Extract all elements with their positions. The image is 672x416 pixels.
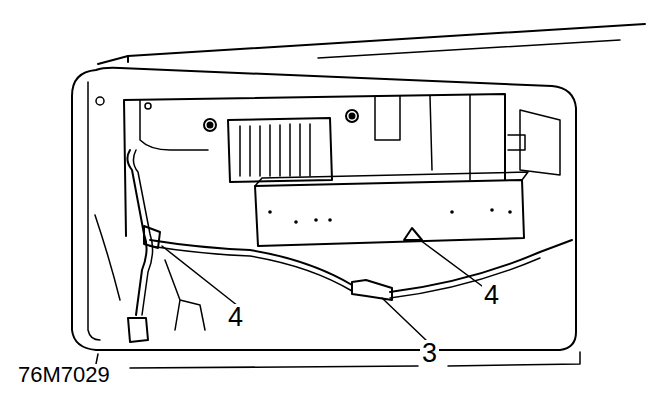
module-ribs bbox=[240, 124, 310, 176]
mounting-plate bbox=[255, 180, 524, 246]
screw bbox=[145, 103, 151, 109]
screw bbox=[204, 119, 216, 131]
connector bbox=[128, 318, 148, 342]
leader-line bbox=[382, 298, 428, 342]
callout-number: 3 bbox=[420, 340, 439, 367]
bracket bbox=[130, 352, 580, 368]
callout-number: 4 bbox=[482, 282, 501, 309]
dash-edge bbox=[98, 24, 645, 64]
leader-line bbox=[96, 354, 98, 364]
dash-edge bbox=[127, 56, 129, 62]
leader-line bbox=[162, 246, 238, 306]
cable-clip bbox=[352, 280, 392, 300]
bracket bbox=[508, 110, 560, 175]
opening-lip bbox=[88, 82, 100, 340]
module bbox=[228, 118, 332, 182]
plate-holes bbox=[268, 208, 512, 224]
figure-code: 76M7029 bbox=[16, 364, 112, 386]
leader-line bbox=[420, 240, 482, 286]
screw bbox=[346, 110, 358, 122]
cable-clip bbox=[404, 228, 422, 240]
cable-clip bbox=[144, 226, 160, 248]
inner-housing bbox=[124, 94, 505, 236]
callout-number: 4 bbox=[226, 304, 245, 331]
release-cable bbox=[150, 240, 572, 292]
glovebox-opening bbox=[72, 68, 576, 350]
screw bbox=[208, 123, 213, 128]
mounting-plate bbox=[255, 172, 528, 186]
housing-detail bbox=[140, 100, 208, 150]
screw bbox=[350, 114, 355, 119]
dash-edge bbox=[318, 40, 620, 58]
screw bbox=[96, 97, 104, 105]
background-detail bbox=[95, 215, 205, 330]
housing-detail bbox=[375, 95, 470, 180]
